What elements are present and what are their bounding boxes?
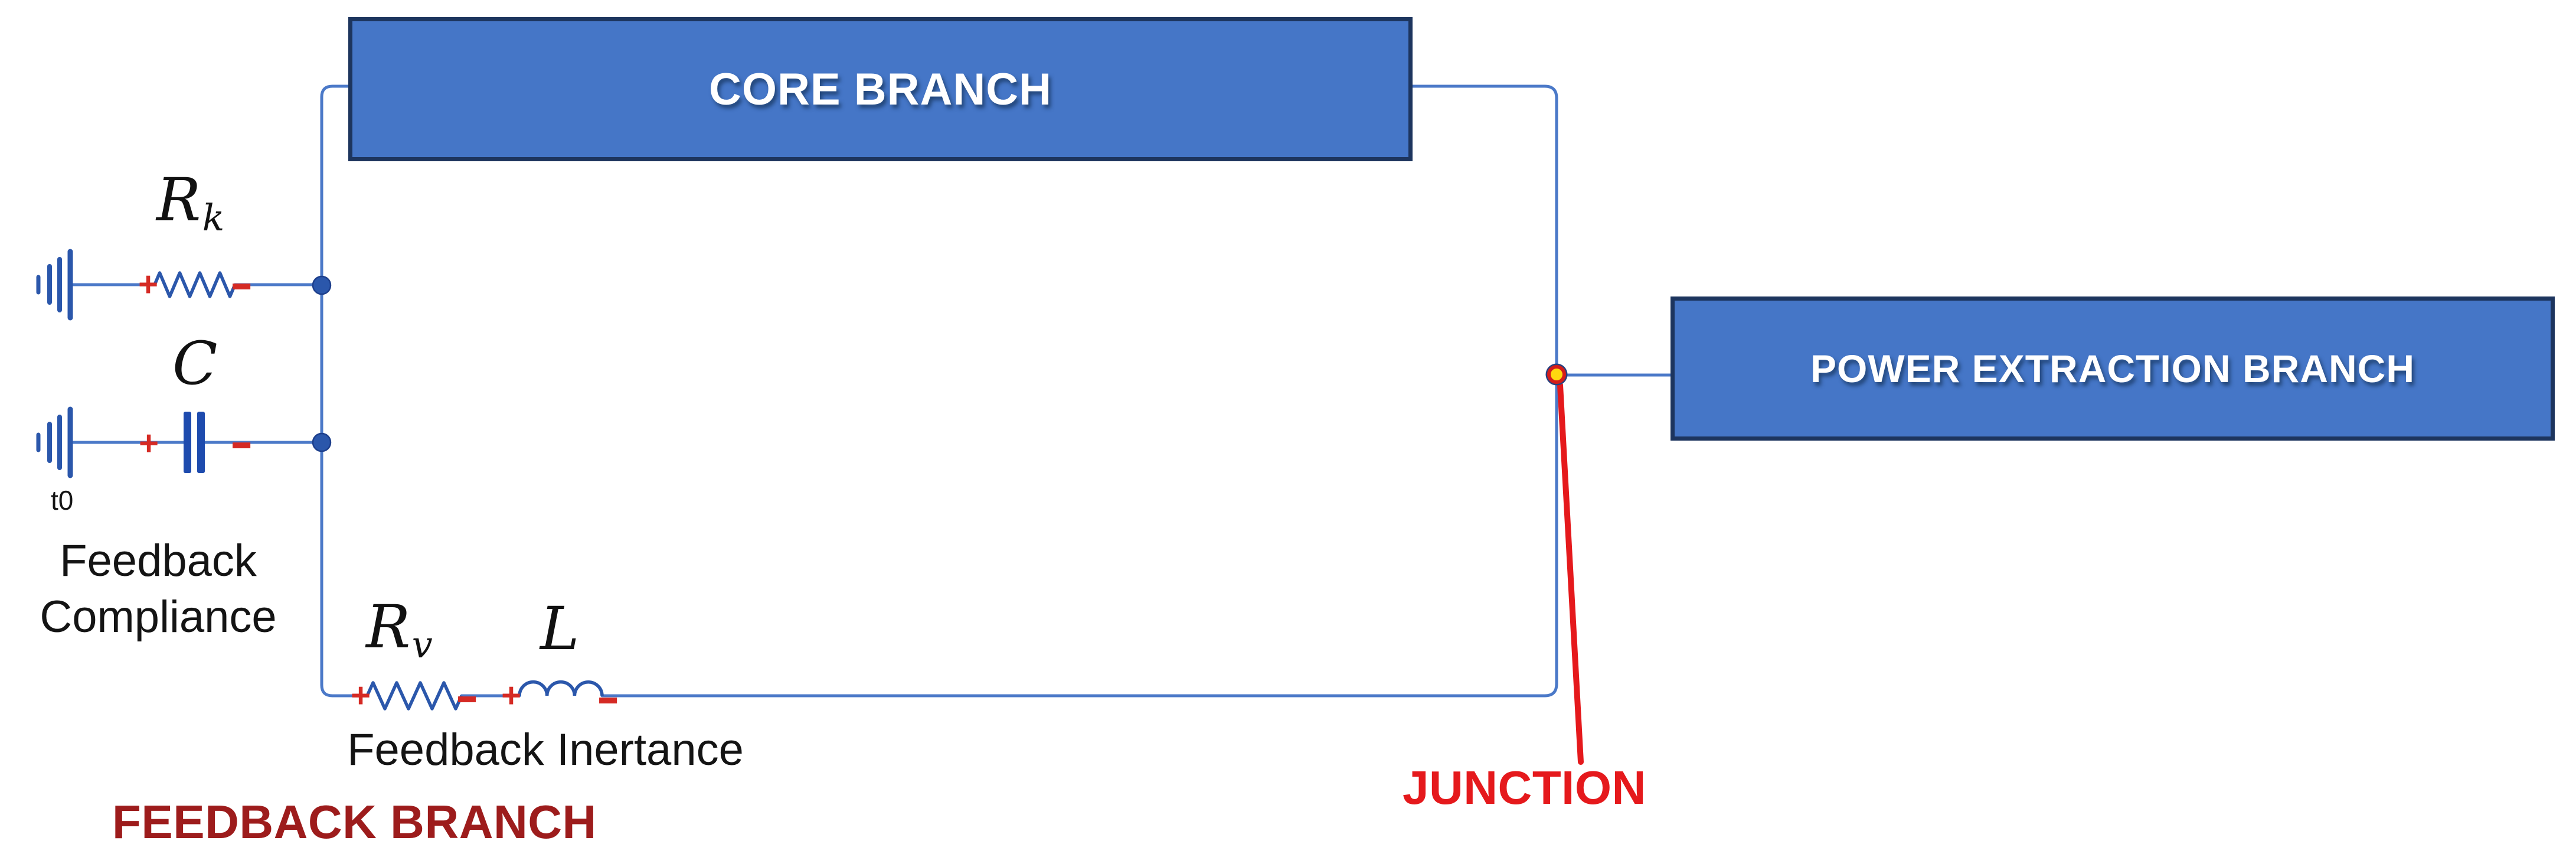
rk-label: Rk [156, 171, 224, 236]
l-label: L [540, 599, 581, 665]
junction-label: JUNCTION [1403, 761, 1646, 814]
rk-plus-polarity-mark: + [138, 265, 158, 304]
l-symbol: L [540, 594, 580, 663]
inductor-symbol [518, 680, 604, 696]
power-extraction-branch-box: POWER EXTRACTION BRANCH [1671, 296, 2555, 441]
c-plus-polarity-mark: + [139, 424, 159, 462]
rk-symbol: R [156, 165, 201, 234]
l-minus-polarity-mark: − [597, 670, 619, 730]
rv-label: Rv [366, 598, 433, 663]
node-dot-rk [312, 275, 332, 295]
c-label: C [172, 334, 219, 400]
c-ground-icon [36, 406, 73, 478]
node-dot-c [312, 432, 332, 452]
junction-pointer-line [1557, 382, 1584, 765]
core-branch-label: CORE BRANCH [709, 64, 1052, 115]
feedback-compliance-line2: Compliance [40, 592, 277, 642]
rk-subscript: k [202, 196, 225, 240]
rk-ground-icon [36, 249, 73, 321]
junction-dot [1545, 363, 1568, 386]
rv-resistor-symbol [365, 681, 463, 711]
rk-minus-polarity-mark: − [231, 256, 252, 316]
power-extraction-branch-label: POWER EXTRACTION BRANCH [1810, 347, 2415, 390]
feedback-compliance-line1: Feedback [60, 536, 257, 586]
feedback-branch-label: FEEDBACK BRANCH [112, 796, 597, 848]
rv-minus-polarity-mark: − [456, 669, 478, 729]
c-symbol: C [172, 329, 218, 398]
core-branch-box: CORE BRANCH [348, 17, 1413, 161]
rk-resistor-symbol [153, 271, 237, 298]
l-plus-polarity-mark: + [501, 676, 521, 715]
t0-label: t0 [51, 485, 74, 516]
rv-subscript: v [411, 623, 433, 667]
rv-symbol: R [366, 592, 411, 662]
rv-plus-polarity-mark: + [351, 676, 371, 715]
feedback-inertance-label: Feedback Inertance [347, 725, 744, 775]
feedback-compliance-label: Feedback Compliance [11, 533, 306, 645]
wire-loop [70, 84, 1672, 698]
capacitor-symbol [184, 412, 205, 473]
c-minus-polarity-mark: − [231, 415, 252, 475]
